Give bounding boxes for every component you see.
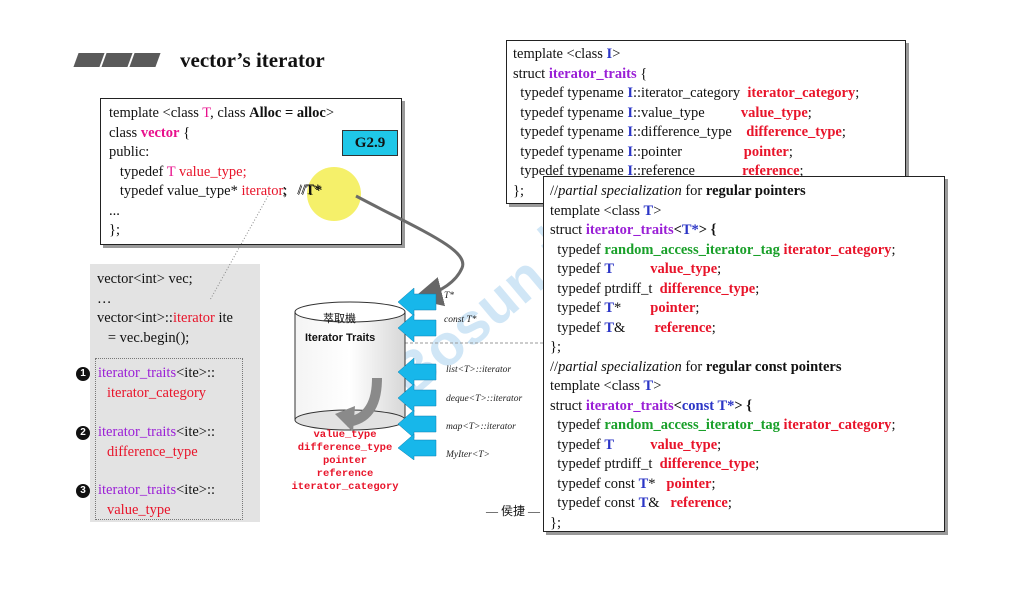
vector-line-3: public:	[109, 144, 150, 160]
vector-line-5: typedef value_type* iterator; //T*	[109, 183, 323, 199]
partial-comment-2: //partial specialization for regular con…	[550, 358, 842, 375]
traits-row-4: typedef typename I::pointer pointer;	[513, 143, 793, 160]
output-reference: reference	[316, 468, 374, 480]
partial-1-row-5: typedef T& reference;	[550, 319, 716, 336]
partial-template-2: template <class T>	[550, 378, 662, 394]
usage-line-4: = vec.begin();	[97, 329, 190, 346]
partial-end-1: };	[550, 339, 561, 355]
partial-specialization-box: //partial specialization for regular poi…	[543, 176, 945, 532]
partial-1-row-4: typedef T* pointer;	[550, 300, 700, 316]
input-arrow-2	[397, 313, 437, 343]
vector-line-7: };	[109, 222, 120, 238]
step-3-badge: 3	[76, 484, 90, 498]
input-arrow-4	[397, 383, 437, 413]
vector-line-6: ...	[109, 202, 120, 219]
cylinder-icon	[294, 301, 406, 432]
partial-2-row-3: typedef ptrdiff_t difference_type;	[550, 456, 760, 472]
input-label-4: deque<T>::iterator	[446, 394, 523, 404]
traits-row-2: typedef typename I::value_type value_typ…	[513, 104, 812, 121]
partial-1-row-2: typedef T value_type;	[550, 261, 722, 277]
version-badge: G2.9	[342, 130, 398, 156]
vector-class-box: template <class T, class Alloc = alloc> …	[100, 98, 402, 245]
partial-2-row-4: typedef const T* pointer;	[550, 475, 716, 492]
partial-comment-1: //partial specialization for regular poi…	[550, 183, 806, 199]
usage-item-2: iterator_traits<ite>:: difference_type	[98, 424, 216, 460]
usage-line-2: …	[97, 290, 112, 307]
author-credit: — 侯捷 —	[486, 504, 541, 518]
input-label-6: MyIter<T>	[446, 450, 490, 460]
highlight-circle	[307, 167, 361, 221]
partial-1-row-1: typedef random_access_iterator_tag itera…	[550, 241, 896, 258]
input-arrows	[397, 287, 437, 460]
partial-struct-1: struct iterator_traits<T*> {	[550, 222, 717, 238]
partial-1-row-3: typedef ptrdiff_t difference_type;	[550, 280, 760, 297]
traits-row-3: typedef typename I::difference_type diff…	[513, 124, 846, 140]
step-2-badge: 2	[76, 426, 90, 440]
input-arrow-3	[397, 357, 437, 387]
input-arrow-5	[397, 409, 437, 439]
traits-end: };	[513, 182, 524, 199]
usage-line-1: vector<int> vec;	[97, 271, 193, 287]
usage-code: vector<int> vec; … vector<int>::iterator…	[97, 270, 233, 348]
usage-item-3: iterator_traits<ite>:: value_type	[98, 482, 216, 518]
extractor-label: 萃取機	[323, 313, 356, 325]
vector-line-2: class vector {	[109, 124, 191, 141]
input-arrow-1	[397, 287, 437, 317]
traits-line-2: struct iterator_traits {	[513, 65, 648, 82]
vector-line-1: template <class T, class Alloc = alloc>	[109, 105, 335, 121]
usage-item-1: iterator_traits<ite>:: iterator_category	[98, 365, 216, 401]
extractor-name: Iterator Traits	[305, 332, 376, 344]
traits-line-1: template <class I>	[513, 46, 621, 62]
partial-2-row-2: typedef T value_type;	[550, 436, 722, 453]
vector-line-4: typedef T value_type;	[109, 163, 247, 180]
partial-end-2: };	[550, 514, 561, 531]
input-label-3: list<T>::iterator	[446, 365, 512, 375]
output-difference-type: difference_type	[297, 442, 393, 454]
usage-line-3: vector<int>::iterator ite	[97, 310, 233, 326]
usage-questions-box	[95, 358, 243, 520]
input-arrow-6	[397, 433, 437, 460]
extractor-figure: 萃取機 Iterator Traits	[285, 298, 425, 438]
step-1-badge: 1	[76, 367, 90, 381]
dotted-connector	[209, 195, 269, 301]
partial-struct-2: struct iterator_traits<const T*> {	[550, 397, 752, 414]
partial-2-row-1: typedef random_access_iterator_tag itera…	[550, 417, 896, 433]
input-label-1: T*	[444, 291, 455, 301]
page-title: vector’s iterator	[180, 48, 325, 72]
traits-row-5: typedef typename I::reference reference;	[513, 163, 804, 179]
curved-arrow	[355, 194, 465, 307]
partial-template-1: template <class T>	[550, 202, 662, 219]
input-label-5: map<T>::iterator	[446, 422, 516, 432]
output-pointer: pointer	[322, 455, 368, 467]
output-iterator-category: iterator_category	[291, 481, 399, 493]
output-value-type: value_type	[313, 429, 377, 441]
traits-row-1: typedef typename I::iterator_category it…	[513, 85, 860, 101]
usage-box	[90, 264, 260, 522]
input-label-2: const T*	[444, 315, 477, 325]
extractor-outputs: value_type difference_type pointer refer…	[280, 429, 410, 494]
vector-line-5-overlay: typedef value_type* iterator; //T*	[282, 182, 322, 198]
traits-box: template <class I> struct iterator_trait…	[506, 40, 906, 204]
partial-2-row-5: typedef const T& reference;	[550, 495, 732, 511]
